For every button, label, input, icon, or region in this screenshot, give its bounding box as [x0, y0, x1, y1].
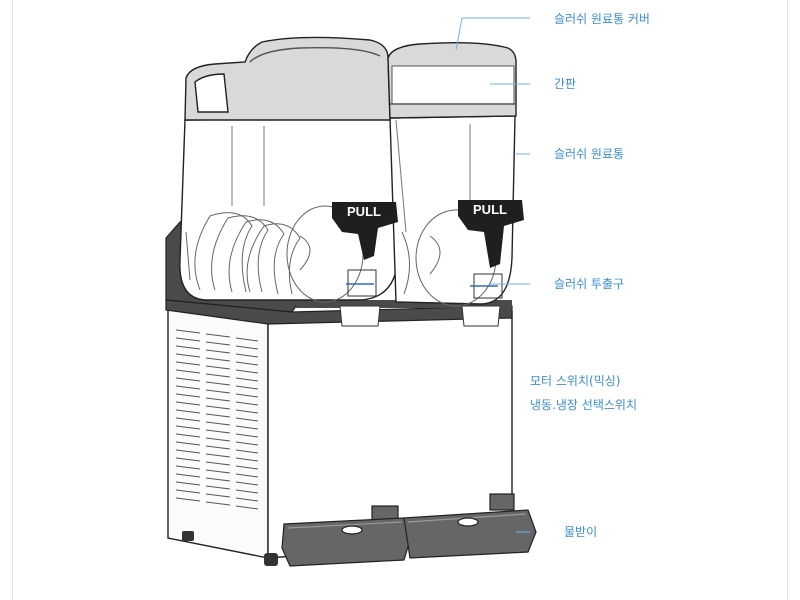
label-tank: 슬러쉬 원료통: [554, 147, 625, 161]
label-motor-switch: 모터 스위치(믹싱): [530, 374, 621, 388]
tap-right: [458, 200, 524, 327]
label-spout: 슬러쉬 투출구: [554, 277, 625, 291]
label-sign: 간판: [554, 77, 577, 91]
side-vents: [175, 329, 259, 510]
feet: [182, 531, 278, 566]
handle-text-left: PULL: [347, 204, 381, 219]
lid-right: [387, 41, 517, 119]
leader-lines: [455, 17, 530, 533]
tap-left: [332, 202, 398, 327]
leader-cover: [455, 17, 530, 51]
auger-left: [185, 205, 364, 303]
lid-left: [184, 36, 391, 121]
label-drip-tray: 물받이: [564, 525, 598, 539]
handle-text-right: PULL: [473, 202, 507, 217]
drip-trays: [281, 493, 537, 567]
label-cover: 슬러쉬 원료통 커버: [554, 12, 650, 26]
bowl-lines: [231, 119, 471, 233]
label-mode-switch: 냉동.냉장 선택스위치: [530, 398, 637, 412]
page-frame: [12, 0, 788, 600]
